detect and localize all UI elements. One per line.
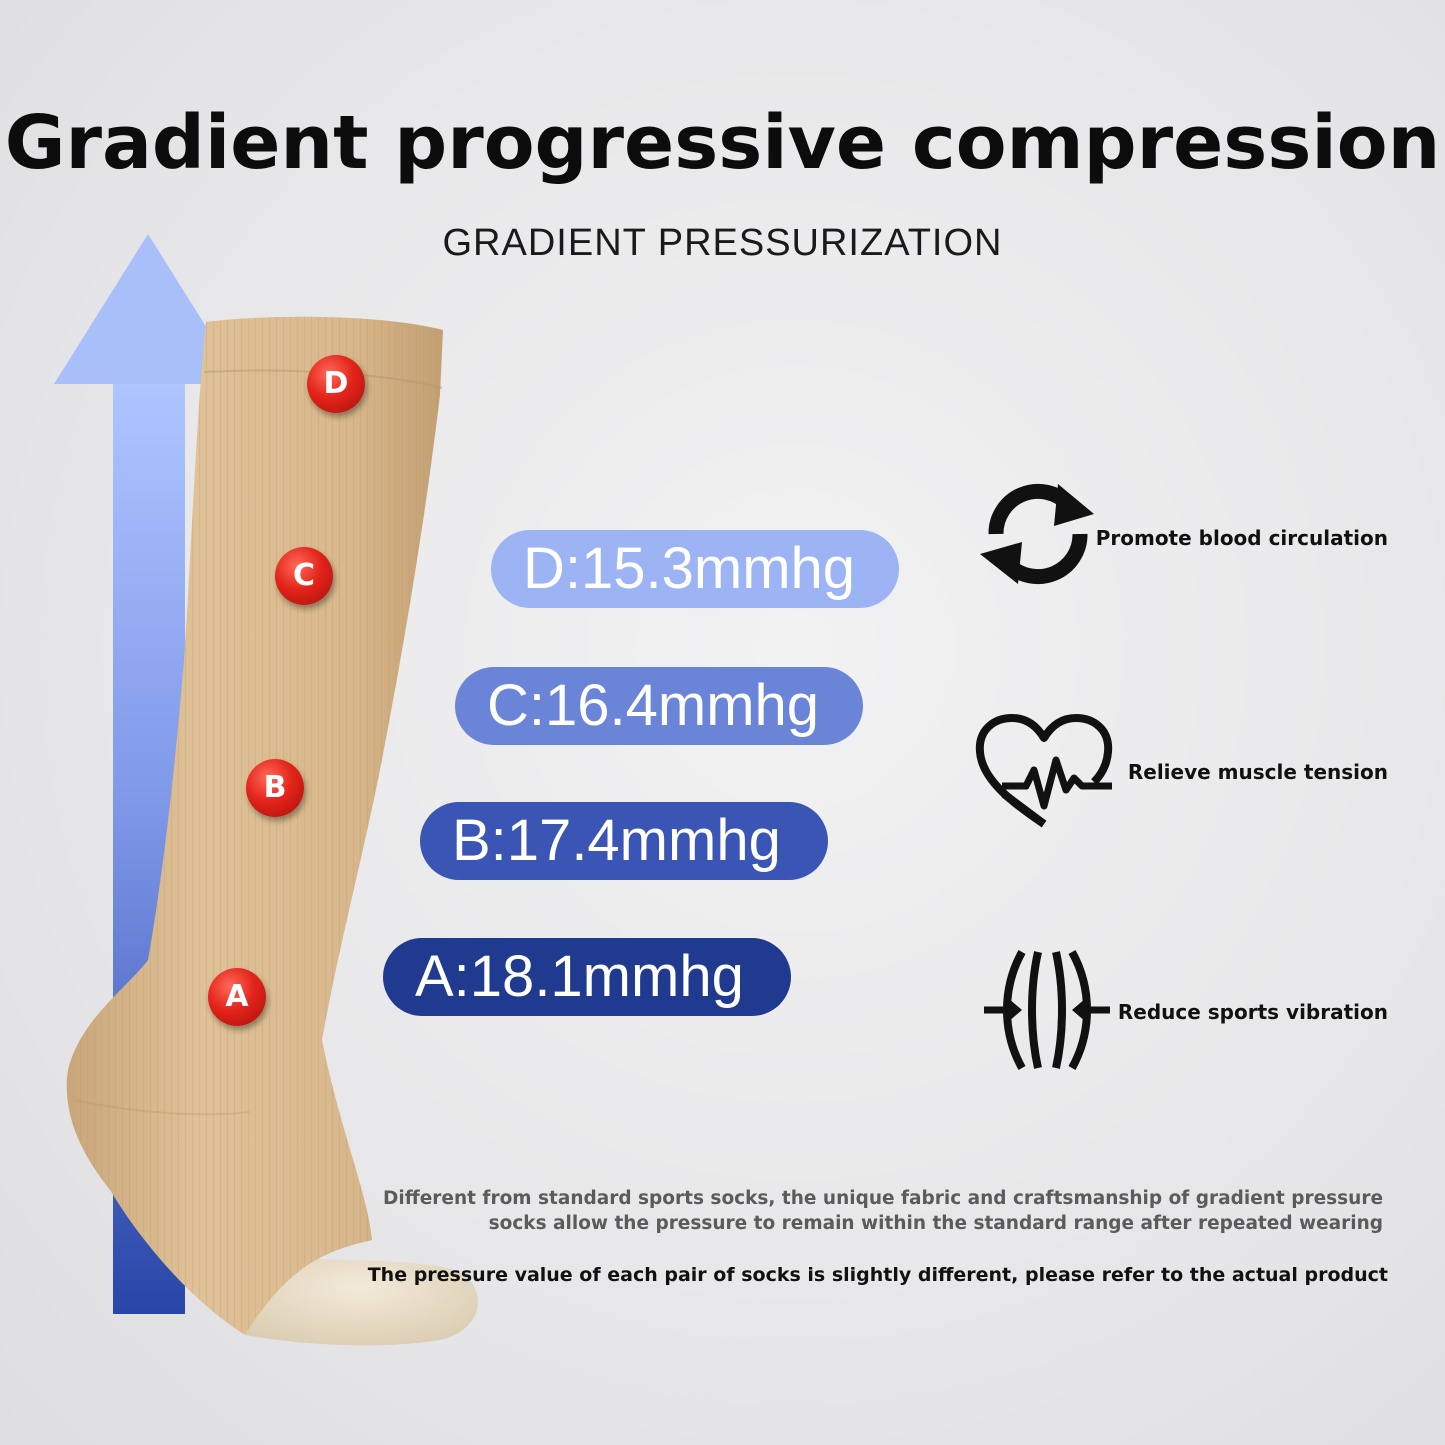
pressure-pill-b: B:17.4mmhg <box>420 802 828 880</box>
description-line-1: Different from standard sports socks, th… <box>383 1188 1383 1209</box>
marker-d: D <box>307 355 365 413</box>
feature-label-circulation: Promote blood circulation <box>1095 526 1388 550</box>
pressure-pill-a: A:18.1mmhg <box>383 938 791 1016</box>
feature-label-muscle: Relieve muscle tension <box>1127 760 1388 784</box>
compression-sock <box>66 316 478 1346</box>
pressure-pill-c: C:16.4mmhg <box>455 667 863 745</box>
circulation-arrows-icon <box>980 483 1094 585</box>
marker-a: A <box>208 968 266 1026</box>
page-title: Gradient progressive compression <box>4 100 1441 186</box>
compression-arrows-icon <box>984 950 1110 1070</box>
page-subtitle: GRADIENT PRESSURIZATION <box>442 222 1003 264</box>
marker-c: C <box>275 547 333 605</box>
pressure-pill-d: D:15.3mmhg <box>491 530 899 608</box>
heart-pulse-icon <box>975 714 1113 828</box>
disclaimer-text: The pressure value of each pair of socks… <box>367 1264 1388 1286</box>
feature-label-vibration: Reduce sports vibration <box>1117 1000 1388 1024</box>
description-line-2: socks allow the pressure to remain withi… <box>488 1213 1383 1234</box>
marker-b: B <box>246 759 304 817</box>
